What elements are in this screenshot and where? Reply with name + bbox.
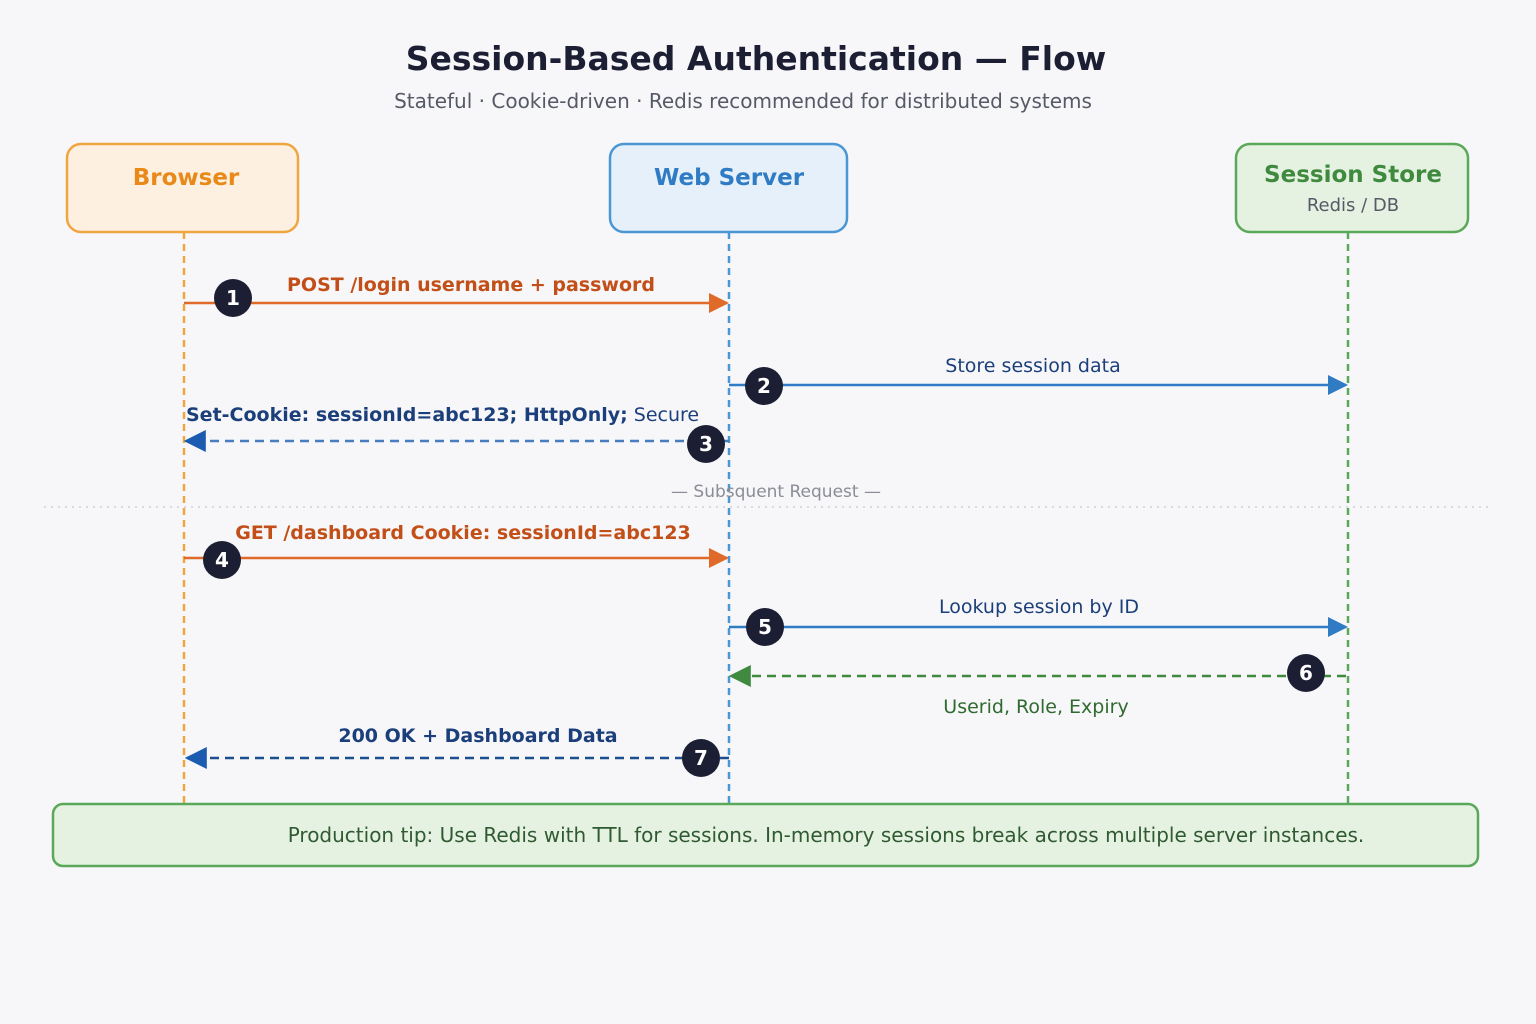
subsequent-request-divider: — Subsquent Request —	[44, 482, 1492, 508]
step-4-badge	[203, 541, 241, 579]
step-5-message: Lookup session by ID 5	[729, 596, 1348, 646]
actor-web-server: Web Server	[608, 142, 849, 234]
step-2-badge	[745, 367, 783, 405]
step-1-message: POST /login username + password 1	[184, 274, 729, 317]
actor-store-sub: Redis / DB	[1307, 195, 1399, 216]
diagram-subtitle: Stateful · Cookie-driven · Redis recomme…	[394, 89, 1092, 113]
step-3-message: Set-Cookie: sessionId=abc123; HttpOnly; …	[183, 404, 729, 463]
step-4-message: GET /dashboard Cookie: sessionId=abc123 …	[184, 522, 729, 579]
diagram-title: Session-Based Authentication — Flow	[406, 39, 1107, 78]
step-5-number: 5	[758, 615, 772, 639]
step-2-message: Store session data 2	[729, 355, 1348, 405]
actor-browser: Browser	[65, 142, 300, 234]
step-2-number: 2	[757, 374, 771, 398]
step-6-badge	[1287, 654, 1325, 692]
step-5-label: Lookup session by ID	[939, 596, 1139, 618]
step-1-number: 1	[226, 286, 240, 310]
step-3-label: Set-Cookie: sessionId=abc123; HttpOnly; …	[186, 404, 699, 426]
step-6-label: Userid, Role, Expiry	[943, 696, 1128, 718]
actor-server-name: Web Server	[654, 165, 805, 191]
step-3-label-bold: Set-Cookie: sessionId=abc123; HttpOnly;	[186, 404, 628, 426]
step-2-label: Store session data	[945, 355, 1120, 377]
production-tip-box: Production tip: Use Redis with TTL for s…	[51, 802, 1480, 868]
actor-browser-name: Browser	[133, 165, 240, 191]
actor-session-store: Session Store Redis / DB	[1234, 142, 1470, 234]
divider-label: — Subsquent Request —	[671, 482, 881, 502]
step-3-label-rest: Secure	[628, 404, 699, 426]
step-4-label: GET /dashboard Cookie: sessionId=abc123	[235, 522, 691, 544]
step-7-badge	[682, 739, 720, 777]
step-7-message: 200 OK + Dashboard Data 7	[184, 725, 729, 777]
step-4-number: 4	[215, 548, 229, 572]
step-7-label: 200 OK + Dashboard Data	[338, 725, 617, 747]
step-5-badge	[746, 608, 784, 646]
step-1-badge	[214, 279, 252, 317]
step-3-badge	[687, 425, 725, 463]
step-6-message: Userid, Role, Expiry 6	[728, 654, 1346, 718]
step-6-number: 6	[1299, 661, 1313, 685]
step-7-number: 7	[694, 746, 708, 770]
step-3-number: 3	[699, 432, 713, 456]
actor-store-name: Session Store	[1264, 162, 1442, 188]
production-tip-text: Production tip: Use Redis with TTL for s…	[288, 823, 1365, 847]
step-1-label: POST /login username + password	[287, 274, 655, 296]
